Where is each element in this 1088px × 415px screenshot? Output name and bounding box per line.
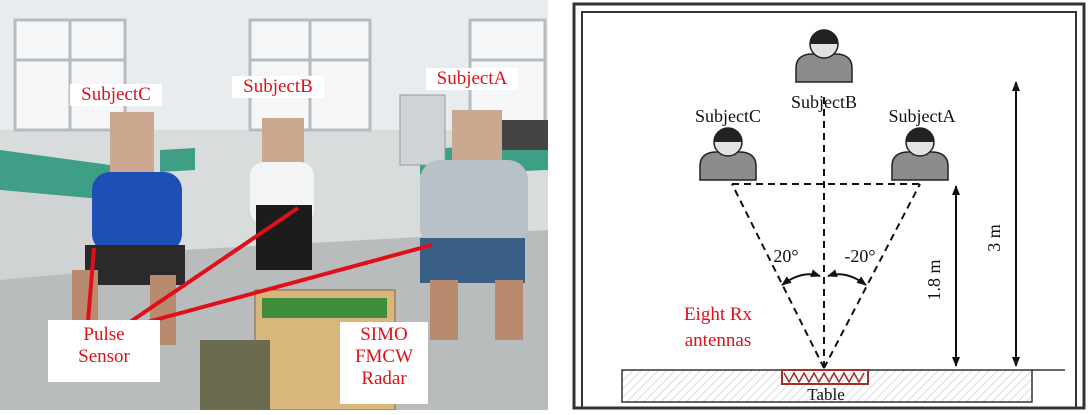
lab-device bbox=[500, 120, 548, 150]
antennas-label-line2: antennas bbox=[685, 330, 751, 351]
right-dashed-line bbox=[823, 183, 921, 369]
photo-subject-b-label: SubjectB bbox=[232, 76, 324, 98]
radar-label: SIMO FMCW Radar bbox=[340, 322, 428, 404]
diagram-subject-b-label: SubjectB bbox=[791, 92, 857, 112]
window-center bbox=[248, 18, 372, 132]
angle-arc-right bbox=[827, 269, 867, 286]
table-shape bbox=[621, 369, 1033, 403]
subject-b-figure bbox=[250, 118, 314, 270]
left-dashed-line bbox=[731, 183, 825, 369]
subject-c-icon bbox=[699, 127, 757, 181]
pulse-sensor-line1: Pulse bbox=[83, 324, 125, 345]
layout-diagram: SubjectB SubjectC SubjectA 20° -20° 1.8 … bbox=[570, 0, 1088, 410]
callout-line-subject-b bbox=[128, 206, 300, 324]
callout-lines bbox=[86, 206, 433, 326]
radar-line3: Radar bbox=[361, 368, 407, 389]
dashed-geometry bbox=[731, 96, 921, 369]
angle-left-label: 20° bbox=[773, 246, 798, 266]
subject-a-icon bbox=[891, 127, 949, 181]
diagram-svg: SubjectB SubjectC SubjectA 20° -20° 1.8 … bbox=[572, 2, 1086, 410]
pulse-sensor-label: Pulse Sensor bbox=[48, 320, 160, 382]
photo-subject-c-label: SubjectC bbox=[70, 84, 162, 106]
bench-left-top bbox=[0, 150, 110, 200]
lab-instrument bbox=[399, 94, 446, 166]
distance-far-label: 3 m bbox=[984, 224, 1004, 252]
bench-middle bbox=[160, 148, 195, 172]
window-left bbox=[13, 18, 127, 132]
callout-line-subject-c bbox=[86, 247, 96, 323]
subject-c-figure bbox=[72, 112, 185, 350]
radar-line1: SIMO bbox=[360, 324, 408, 345]
pulse-sensor-line2: Sensor bbox=[78, 346, 130, 367]
room-inner-wall bbox=[581, 11, 1077, 409]
angle-arc-left bbox=[781, 269, 821, 286]
photo-subject-a-label: SubjectA bbox=[426, 68, 518, 90]
callout-line-subject-a bbox=[139, 243, 433, 326]
subject-a-figure bbox=[420, 110, 528, 340]
antennas-label-line1: Eight Rx bbox=[684, 304, 753, 325]
bench-left-body bbox=[0, 190, 110, 280]
angle-right-label: -20° bbox=[844, 246, 875, 266]
antenna-array bbox=[781, 369, 869, 385]
experiment-photo: SubjectC SubjectB SubjectA Pulse Sensor … bbox=[0, 0, 548, 411]
radar-line2: FMCW bbox=[354, 346, 414, 367]
subject-b-icon bbox=[795, 29, 853, 83]
table-label: Table bbox=[807, 385, 845, 404]
distance-near-label: 1.8 m bbox=[924, 259, 944, 300]
diagram-subject-c-label: SubjectC bbox=[695, 106, 761, 126]
diagram-subject-a-label: SubjectA bbox=[889, 106, 956, 126]
